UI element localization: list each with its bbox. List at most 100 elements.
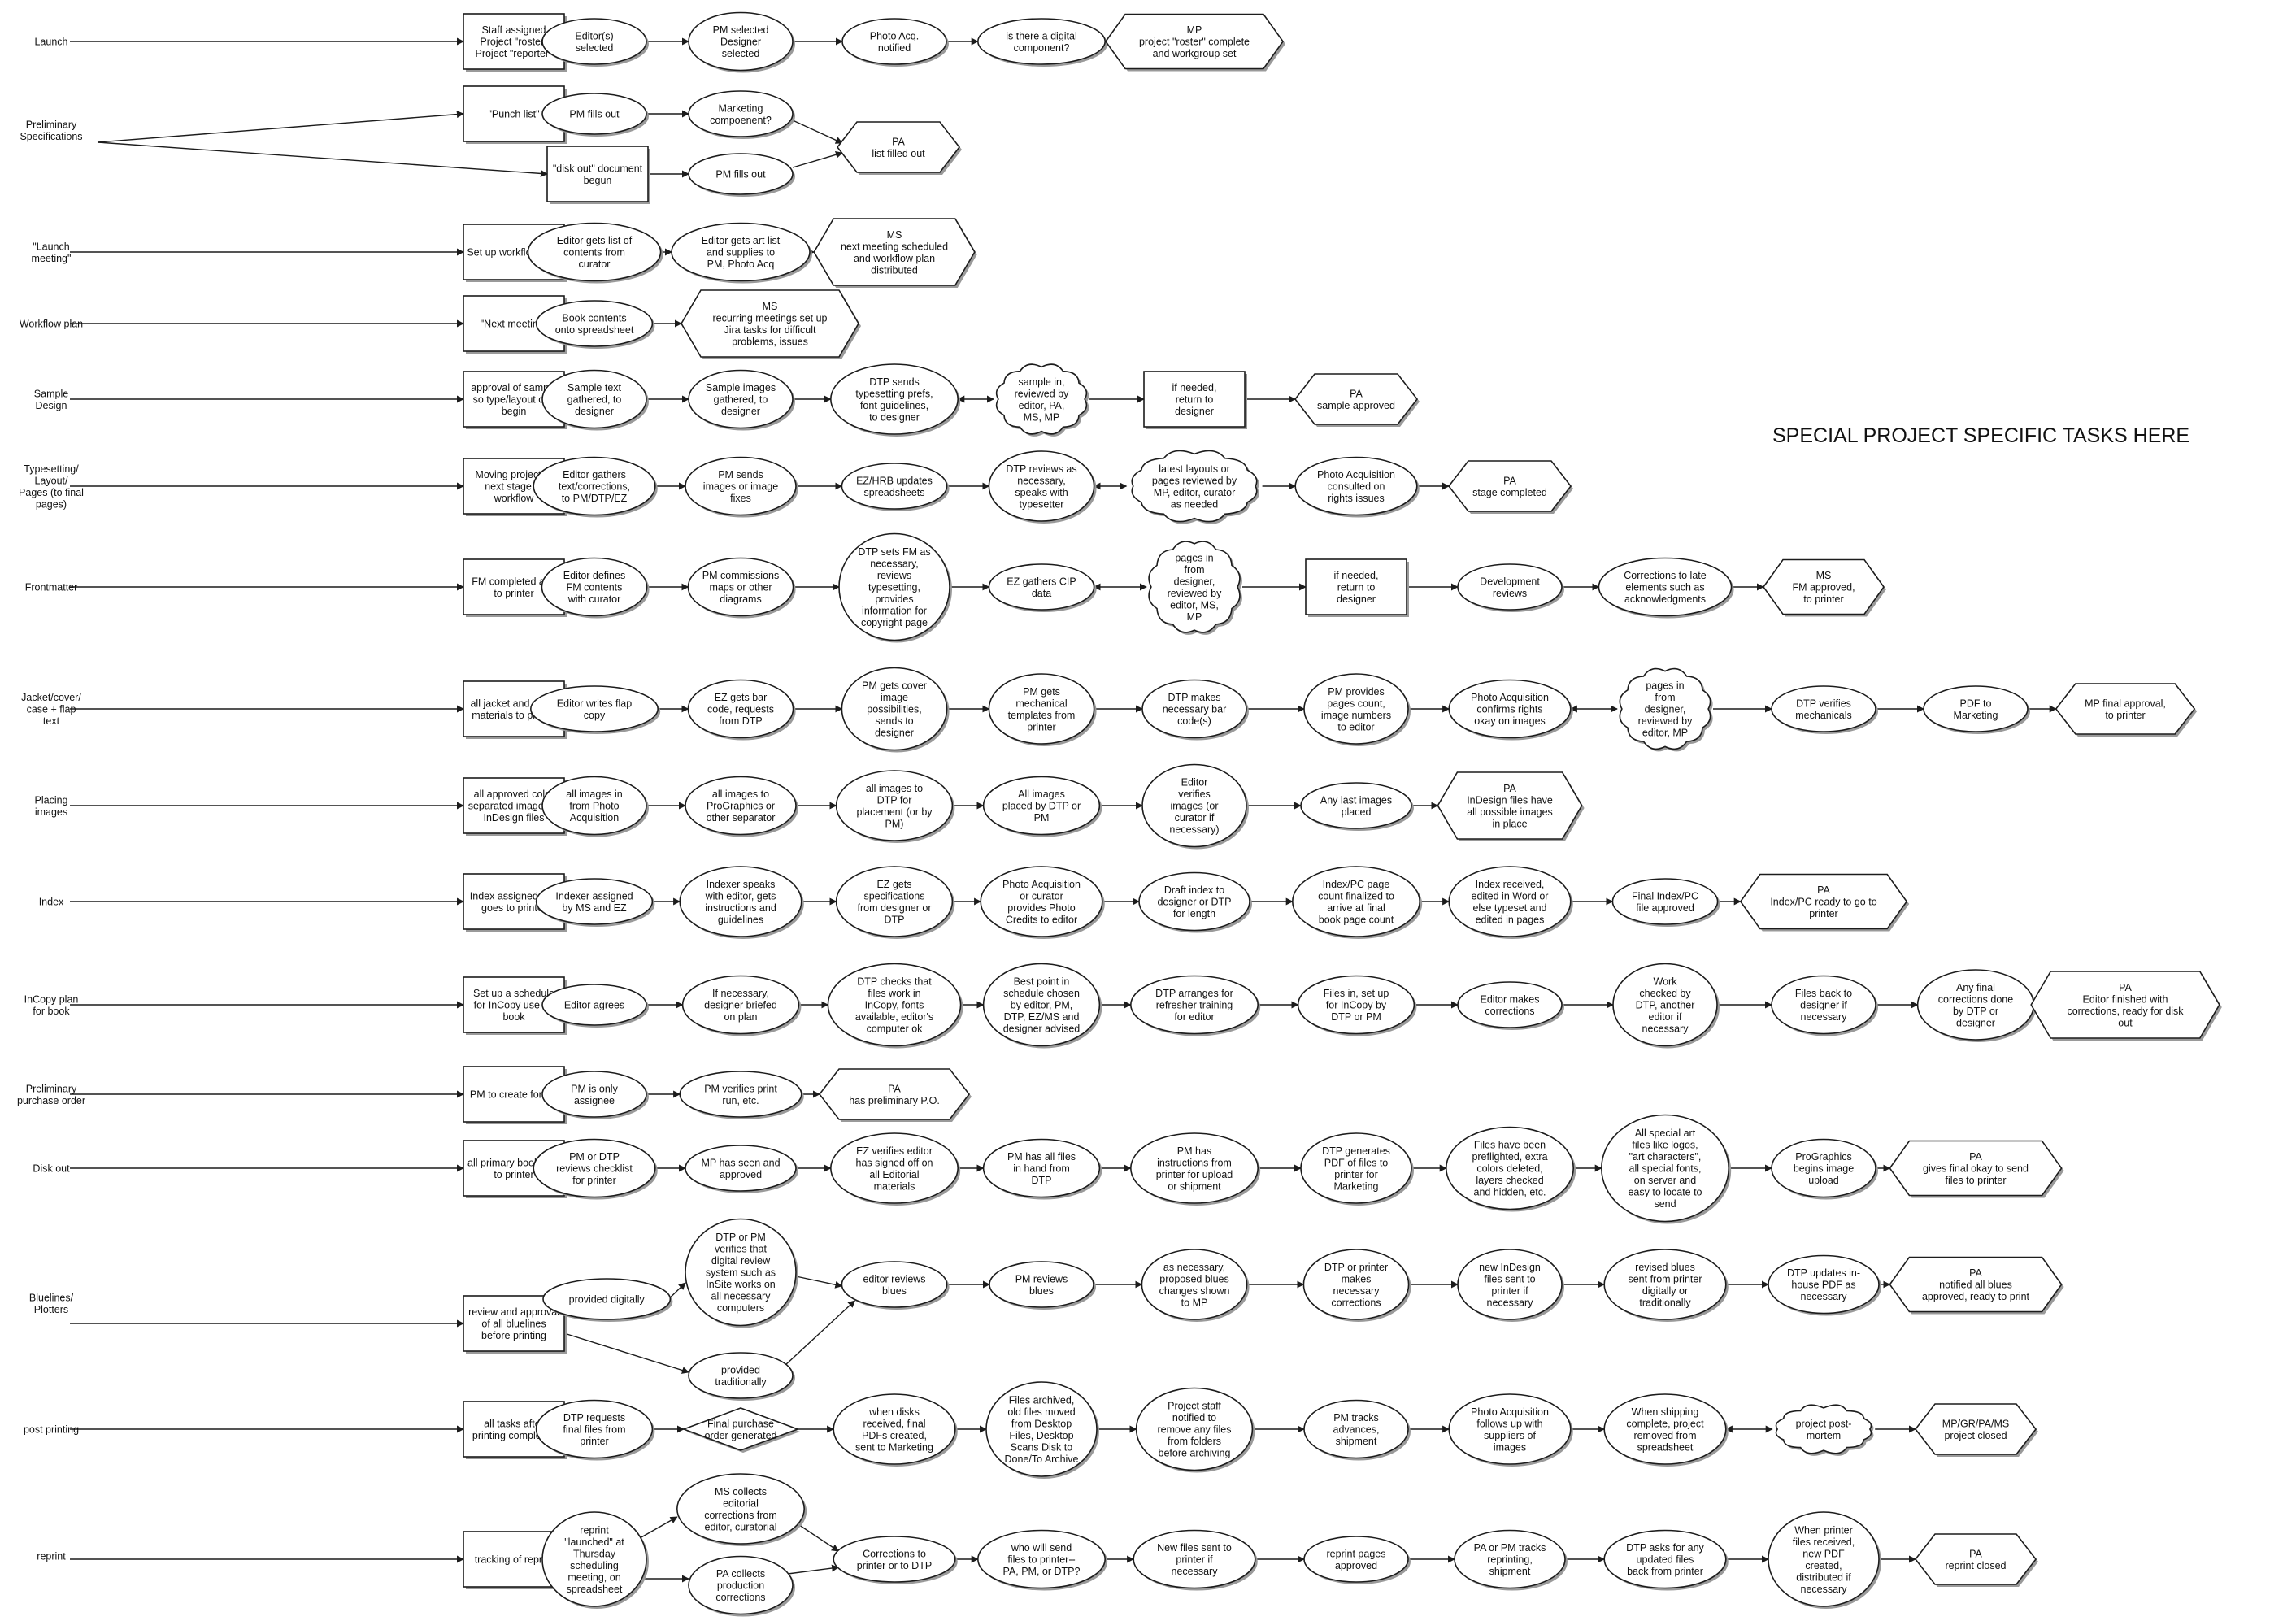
edge-marketing-pa: [792, 120, 843, 144]
row-label-disk-out: Disk out: [33, 1163, 70, 1175]
node-r12-pm-or-dtp-reviews-checklist-for-printer-shape: [533, 1138, 656, 1198]
node-r0-photo-acq-notified: Photo Acq.notified: [841, 18, 949, 67]
node-r8-all-images-in-from-photo-acquisition-shape: [541, 776, 647, 836]
special-tasks-heading: SPECIAL PROJECT SPECIFIC TASKS HERE: [1772, 424, 2190, 447]
row-label-reprint: reprint: [37, 1551, 66, 1562]
node-r15-corrections-to-printer-or-to-dtp-shape: [833, 1536, 956, 1583]
node-r14-project-post-mortem-label: project post-mortem: [1796, 1418, 1852, 1441]
node-r12-pm-has-all-files-in-hand-from-dtp-shape: [982, 1138, 1101, 1198]
node-r7-pages-in-from-designer-reviewed-by-edito-shape: [1619, 667, 1711, 750]
node-r7-editor-writes-flap-copy-shape: [529, 685, 659, 732]
node-r0-mp-project-roster-complete-and-workgroup-shape: [1105, 13, 1284, 70]
edge-label-to-disk-out: [97, 141, 548, 177]
edge-pa-corrections: [787, 1564, 840, 1575]
node-r9-draft-index-to-designer-or-dtp-for-lengt-shape: [1138, 871, 1250, 932]
node-r12-prographics-begins-image-upload-shape: [1771, 1138, 1876, 1198]
node-r13-dtp-or-printer-makes-necessary-correctio-shape: [1302, 1249, 1410, 1320]
node-r6-ez-gathers-cip-data-shape: [988, 563, 1095, 611]
node-r12-mp-has-seen-and-approved-shape: [685, 1145, 797, 1192]
node-r3-ms-recurring-meetings-set-up-jira-tasks--shape: [681, 289, 859, 358]
node-r9-indexer-speaks-with-editor-gets-instruct-shape: [679, 866, 802, 937]
row-label-bluelines-plotters: Bluelines/Plotters: [29, 1292, 74, 1315]
node-r10-pa-editor-finished-with-corrections-read-shape: [2030, 971, 2220, 1039]
node-r5-pm-sends-images-or-image-fixes-shape: [685, 456, 797, 516]
node-r13-editor-reviews-blues-shape: [841, 1261, 948, 1308]
node-r13-pm-reviews-blues-shape: [989, 1261, 1094, 1308]
node-r11-pa-has-preliminary-p-o-shape: [818, 1068, 971, 1120]
node-r0-photo-acq-notified-shape: [841, 18, 947, 65]
node-r14-when-disks-received-final-pdfs-created-s-shape: [833, 1393, 956, 1465]
edge-traditional-editor: [784, 1300, 856, 1367]
node-r7-mp-final-approval-to-printer: MP final approval,to printer: [2055, 683, 2198, 737]
node-r0-photo-acq-notified-label: Photo Acq.notified: [870, 30, 919, 54]
node-r9-indexer-assigned-by-ms-and-ez-shape: [535, 878, 654, 925]
node-r1-pm-fills-out-shape: [541, 93, 647, 135]
